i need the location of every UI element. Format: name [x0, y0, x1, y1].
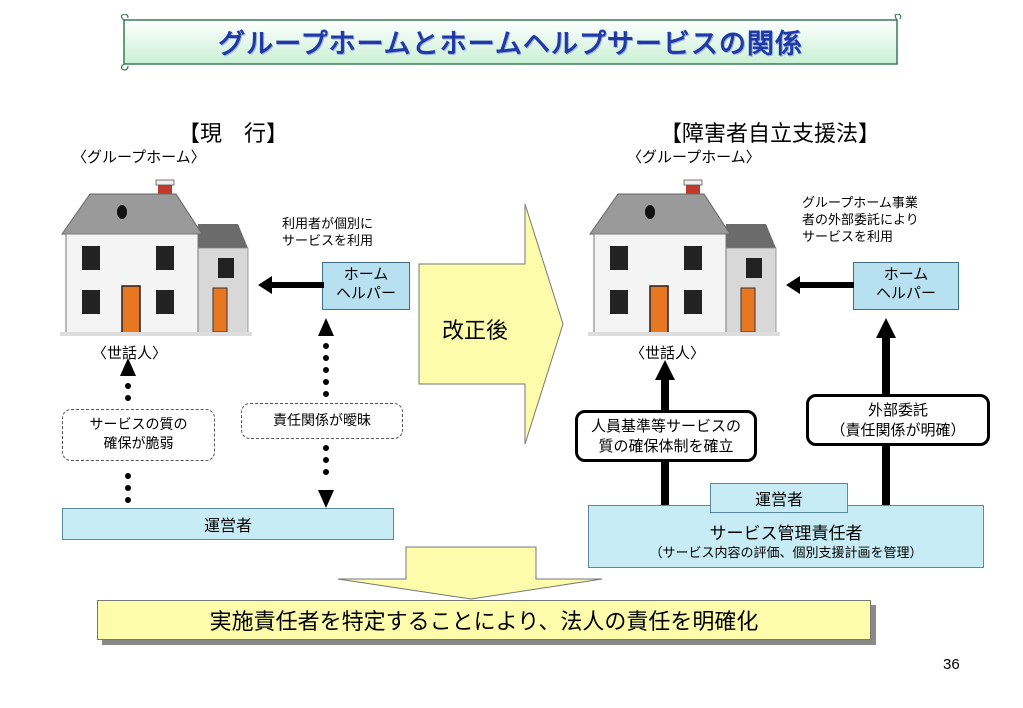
- reform-arrow-label: 改正後: [441, 319, 508, 344]
- left-home-helper-box: ホーム ヘルパー: [322, 262, 410, 310]
- left-heading: 【現 行】: [178, 122, 289, 147]
- right-quality-box: 人員基準等サービスの 質の確保体制を確立: [575, 410, 757, 462]
- title-banner: [120, 14, 902, 71]
- right-home-helper-box: ホーム ヘルパー: [853, 262, 959, 310]
- right-caretaker-label: 〈世話人〉: [630, 344, 706, 362]
- reform-arrow: [418, 203, 564, 445]
- left-operator-box: 運営者: [62, 508, 394, 540]
- left-helper-arrow: [258, 276, 324, 294]
- right-outsourcing-box: 外部委託 （責任関係が明確）: [806, 394, 990, 446]
- left-responsibility-note: 責任関係が曖昧: [241, 403, 403, 439]
- service-manager-sub: （サービス内容の評価、個別支援計画を管理）: [649, 546, 923, 561]
- right-house-label: 〈グループホーム〉: [627, 148, 761, 166]
- left-helper-note: 利用者が個別に サービスを利用: [282, 217, 374, 249]
- right-helper-note: グループホーム事業 者の外部委託により サービスを利用: [802, 196, 919, 245]
- right-heading: 【障害者自立支援法】: [660, 122, 881, 147]
- conclusion-banner: 実施責任者を特定することにより、法人の責任を明確化: [97, 600, 871, 640]
- right-helper-arrow: [786, 276, 854, 294]
- page-title: グループホームとホームヘルプサービスの関係: [218, 29, 803, 60]
- right-operator-box: 運営者: [710, 483, 848, 513]
- left-house-label: 〈グループホーム〉: [72, 148, 206, 166]
- left-quality-note: サービスの質の 確保が脆弱: [62, 409, 215, 461]
- right-operator-container: サービス管理責任者 （サービス内容の評価、個別支援計画を管理）: [588, 505, 984, 568]
- left-caretaker-label: 〈世話人〉: [92, 344, 168, 362]
- conclusion-arrow: [337, 546, 603, 600]
- page-number: 36: [943, 656, 960, 673]
- left-dotted-arrow-up: [120, 358, 136, 503]
- left-dotted-double-arrow: [318, 318, 334, 508]
- right-house-icon: [588, 179, 780, 336]
- service-manager-title: サービス管理責任者: [709, 524, 863, 544]
- left-house-icon: [60, 179, 252, 336]
